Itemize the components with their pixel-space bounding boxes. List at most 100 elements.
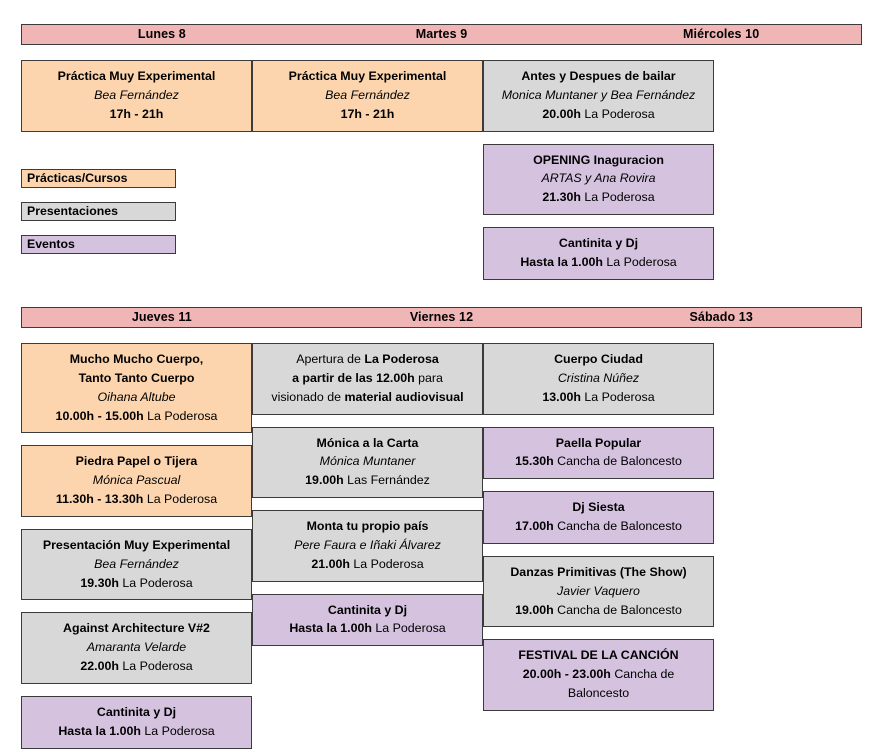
event-place: La Poderosa	[140, 723, 215, 738]
event-card-cantinita-y-dj[interactable]: Cantinita y Dj Hasta la 1.00h La Poderosa	[483, 227, 714, 280]
event-author: Bea Fernández	[94, 87, 179, 102]
event-text-line: visionado de material audiovisual	[271, 389, 464, 404]
event-author: Bea Fernández	[94, 556, 179, 571]
event-card-cantinita-y-dj[interactable]: Cantinita y Dj Hasta la 1.00h La Poderosa	[21, 695, 252, 749]
event-author: Cristina Núñez	[557, 370, 640, 385]
event-title: Antes y Despues de bailar	[521, 69, 676, 83]
event-time: 21.30h	[542, 190, 581, 205]
event-title: Against Architecture V#2	[63, 621, 210, 636]
legend-item-eventos[interactable]: Eventos	[21, 235, 176, 254]
event-meta: 20.00h La Poderosa	[491, 105, 706, 124]
event-title: Práctica Muy Experimental	[288, 69, 447, 83]
event-meta: 15.30h Cancha de Baloncesto	[491, 452, 706, 471]
event-meta: 11.30h - 13.30h La Poderosa	[29, 490, 244, 509]
event-meta: 17h - 21h	[260, 105, 475, 124]
event-meta: 17h - 21h	[29, 105, 244, 124]
day-header-bar-week2: Jueves 11 Viernes 12 Sábado 13	[21, 307, 862, 328]
day-header-jueves-11: Jueves 11	[131, 310, 192, 325]
event-place: La Poderosa	[118, 575, 193, 590]
event-title: Cantinita y Dj	[96, 704, 177, 719]
event-time: 13.00h	[542, 389, 581, 404]
event-place: La Poderosa	[580, 389, 655, 404]
event-time: Hasta la 1.00h	[520, 254, 603, 269]
event-time: 20.00h - 23.00h	[522, 667, 611, 682]
event-author: Monica Muntaner y Bea Fernández	[501, 87, 696, 102]
event-text-line: a partir de las 12.00h para	[292, 370, 443, 385]
event-meta: 21.30h La Poderosa	[491, 188, 706, 207]
event-meta: 19.00h Cancha de Baloncesto	[491, 601, 706, 620]
event-place: La Poderosa	[580, 106, 655, 121]
day-header-sabado-13: Sábado 13	[689, 310, 753, 325]
event-title: Dj Siesta	[572, 500, 625, 515]
event-place: La Poderosa	[349, 556, 424, 571]
event-card-paella-popular[interactable]: Paella Popular 15.30h Cancha de Baloncest…	[483, 426, 714, 480]
event-place: Las Fernández	[343, 473, 430, 488]
day-header-martes-9: Martes 9	[415, 27, 468, 42]
event-time: 19.00h	[305, 473, 344, 488]
event-place: La Poderosa	[580, 190, 655, 205]
event-meta: 17.00h Cancha de Baloncesto	[491, 517, 706, 536]
event-card-dj-siesta[interactable]: Dj Siesta 17.00h Cancha de Baloncesto	[483, 491, 714, 544]
event-place: Cancha de Baloncesto	[553, 602, 682, 617]
week-block-2: Jueves 11 Viernes 12 Sábado 13 Mucho Mucho…	[21, 307, 862, 749]
legend-item-label: Presentaciones	[27, 204, 118, 219]
event-title: Tanto Tanto Cuerpo	[78, 370, 195, 385]
event-author: Mónica Muntaner	[319, 454, 416, 469]
event-place: Cancha de Baloncesto	[553, 454, 682, 469]
event-meta: 19.00h Las Fernández	[260, 471, 475, 490]
day-header-viernes-12: Viernes 12	[409, 310, 474, 325]
legend-item-label: Prácticas/Cursos	[27, 171, 128, 186]
event-time: 10.00h - 15.00h	[55, 408, 144, 423]
event-meta: Hasta la 1.00h La Poderosa	[29, 722, 244, 741]
legend-item-presentaciones[interactable]: Presentaciones	[21, 202, 176, 221]
legend-item-practicas-cursos[interactable]: Prácticas/Cursos	[21, 169, 176, 188]
event-title: Paella Popular	[555, 435, 642, 450]
event-time: 17h - 21h	[109, 106, 164, 121]
event-time: 17h - 21h	[340, 106, 395, 121]
event-meta: 22.00h La Poderosa	[29, 657, 244, 676]
event-title: Mucho Mucho Cuerpo,	[69, 352, 204, 366]
day-header-miercoles-10: Miércoles 10	[683, 27, 760, 42]
event-title: Cuerpo Ciudad	[554, 352, 643, 366]
event-title: Piedra Papel o Tijera	[75, 454, 198, 469]
event-meta: 13.00h La Poderosa	[491, 388, 706, 407]
event-meta: 21.00h La Poderosa	[260, 555, 475, 574]
event-card-danzas-primitivas-the-show[interactable]: Danzas Primitivas (The Show)Javier Vaque…	[483, 555, 714, 628]
event-meta: Hasta la 1.00h La Poderosa	[491, 253, 706, 272]
event-place: Cancha de Baloncesto	[553, 519, 682, 534]
event-meta: 10.00h - 15.00h La Poderosa	[29, 407, 244, 426]
event-title: Cantinita y Dj	[558, 236, 639, 251]
event-title: FESTIVAL DE LA CANCIÓN	[518, 648, 679, 663]
event-title: Monta tu propio país	[306, 519, 429, 534]
event-time: 21.00h	[311, 556, 350, 571]
event-time: 19.30h	[80, 575, 119, 590]
event-time: 11.30h - 13.30h	[55, 492, 144, 507]
event-title: OPENING Inaguracion	[533, 152, 664, 167]
event-time: Hasta la 1.00h	[289, 621, 372, 636]
